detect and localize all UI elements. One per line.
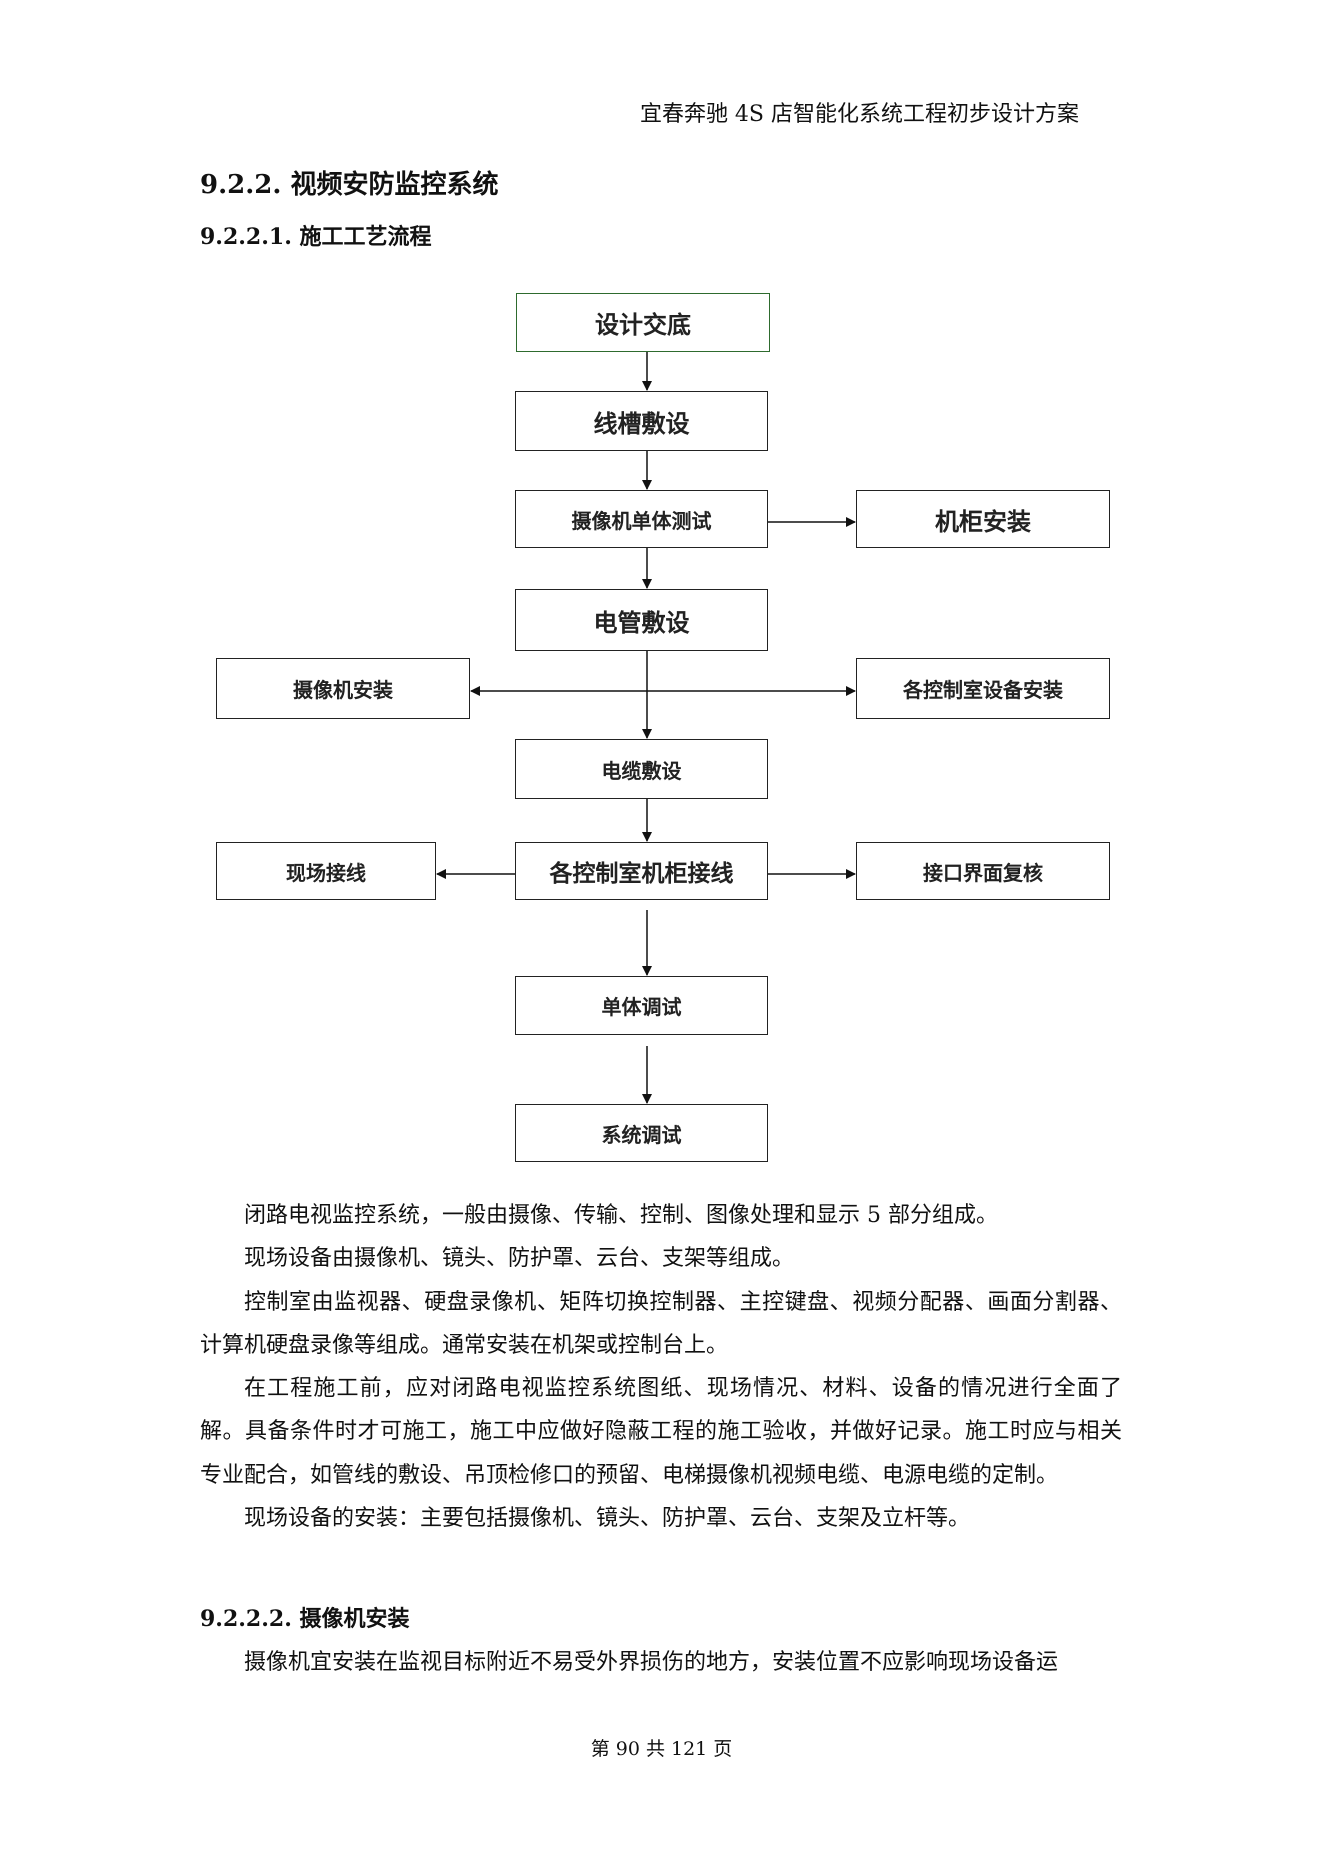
paragraph: 摄像机宜安装在监视目标附近不易受外界损伤的地方，安装位置不应影响现场设备运 [244,1650,1059,1675]
flow-step-cabinet-wiring: 各控制室机柜接线 [515,842,768,900]
flow-step-camera-test: 摄像机单体测试 [515,490,768,548]
paragraph: 闭路电视监控系统，一般由摄像、传输、控制、图像处理和显示 5 部分组成。 [244,1203,998,1228]
subsection-heading: 9.2.2.1. 施工工艺流程 [200,224,432,250]
flow-step-trunking: 线槽敷设 [515,391,768,451]
flow-step-design: 设计交底 [516,293,770,352]
flow-step-system-debug: 系统调试 [515,1104,768,1162]
flow-step-field-wiring: 现场接线 [216,842,436,900]
section-heading: 9.2.2. 视频安防监控系统 [200,170,499,200]
flow-step-control-room-install: 各控制室设备安装 [856,658,1110,719]
paragraph: 控制室由监视器、硬盘录像机、矩阵切换控制器、主控键盘、视频分配器、画面分割器、计… [200,1289,1122,1358]
paragraph: 现场设备由摄像机、镜头、防护罩、云台、支架等组成。 [244,1246,795,1272]
paragraph: 在工程施工前，应对闭路电视监控系统图纸、现场情况、材料、设备的情况进行全面了解。… [200,1376,1122,1488]
flow-step-conduit: 电管敷设 [515,589,768,651]
flow-step-interface-check: 接口界面复核 [856,842,1110,900]
page-header: 宜春奔驰 4S 店智能化系统工程初步设计方案 [639,102,1079,127]
body-text: 闭路电视监控系统，一般由摄像、传输、控制、图像处理和显示 5 部分组成。 现场设… [200,1194,1122,1540]
flow-step-camera-install: 摄像机安装 [216,658,470,719]
body-text: 摄像机宜安装在监视目标附近不易受外界损伤的地方，安装位置不应影响现场设备运 [200,1641,1122,1684]
paragraph: 现场设备的安装：主要包括摄像机、镜头、防护罩、云台、支架及立杆等。 [244,1506,971,1532]
subsection-heading: 9.2.2.2. 摄像机安装 [200,1606,410,1632]
flow-step-cable: 电缆敷设 [515,739,768,799]
page-number: 第 90 共 121 页 [590,1738,733,1760]
flow-step-cabinet-install: 机柜安装 [856,490,1110,548]
flow-step-unit-debug: 单体调试 [515,976,768,1035]
